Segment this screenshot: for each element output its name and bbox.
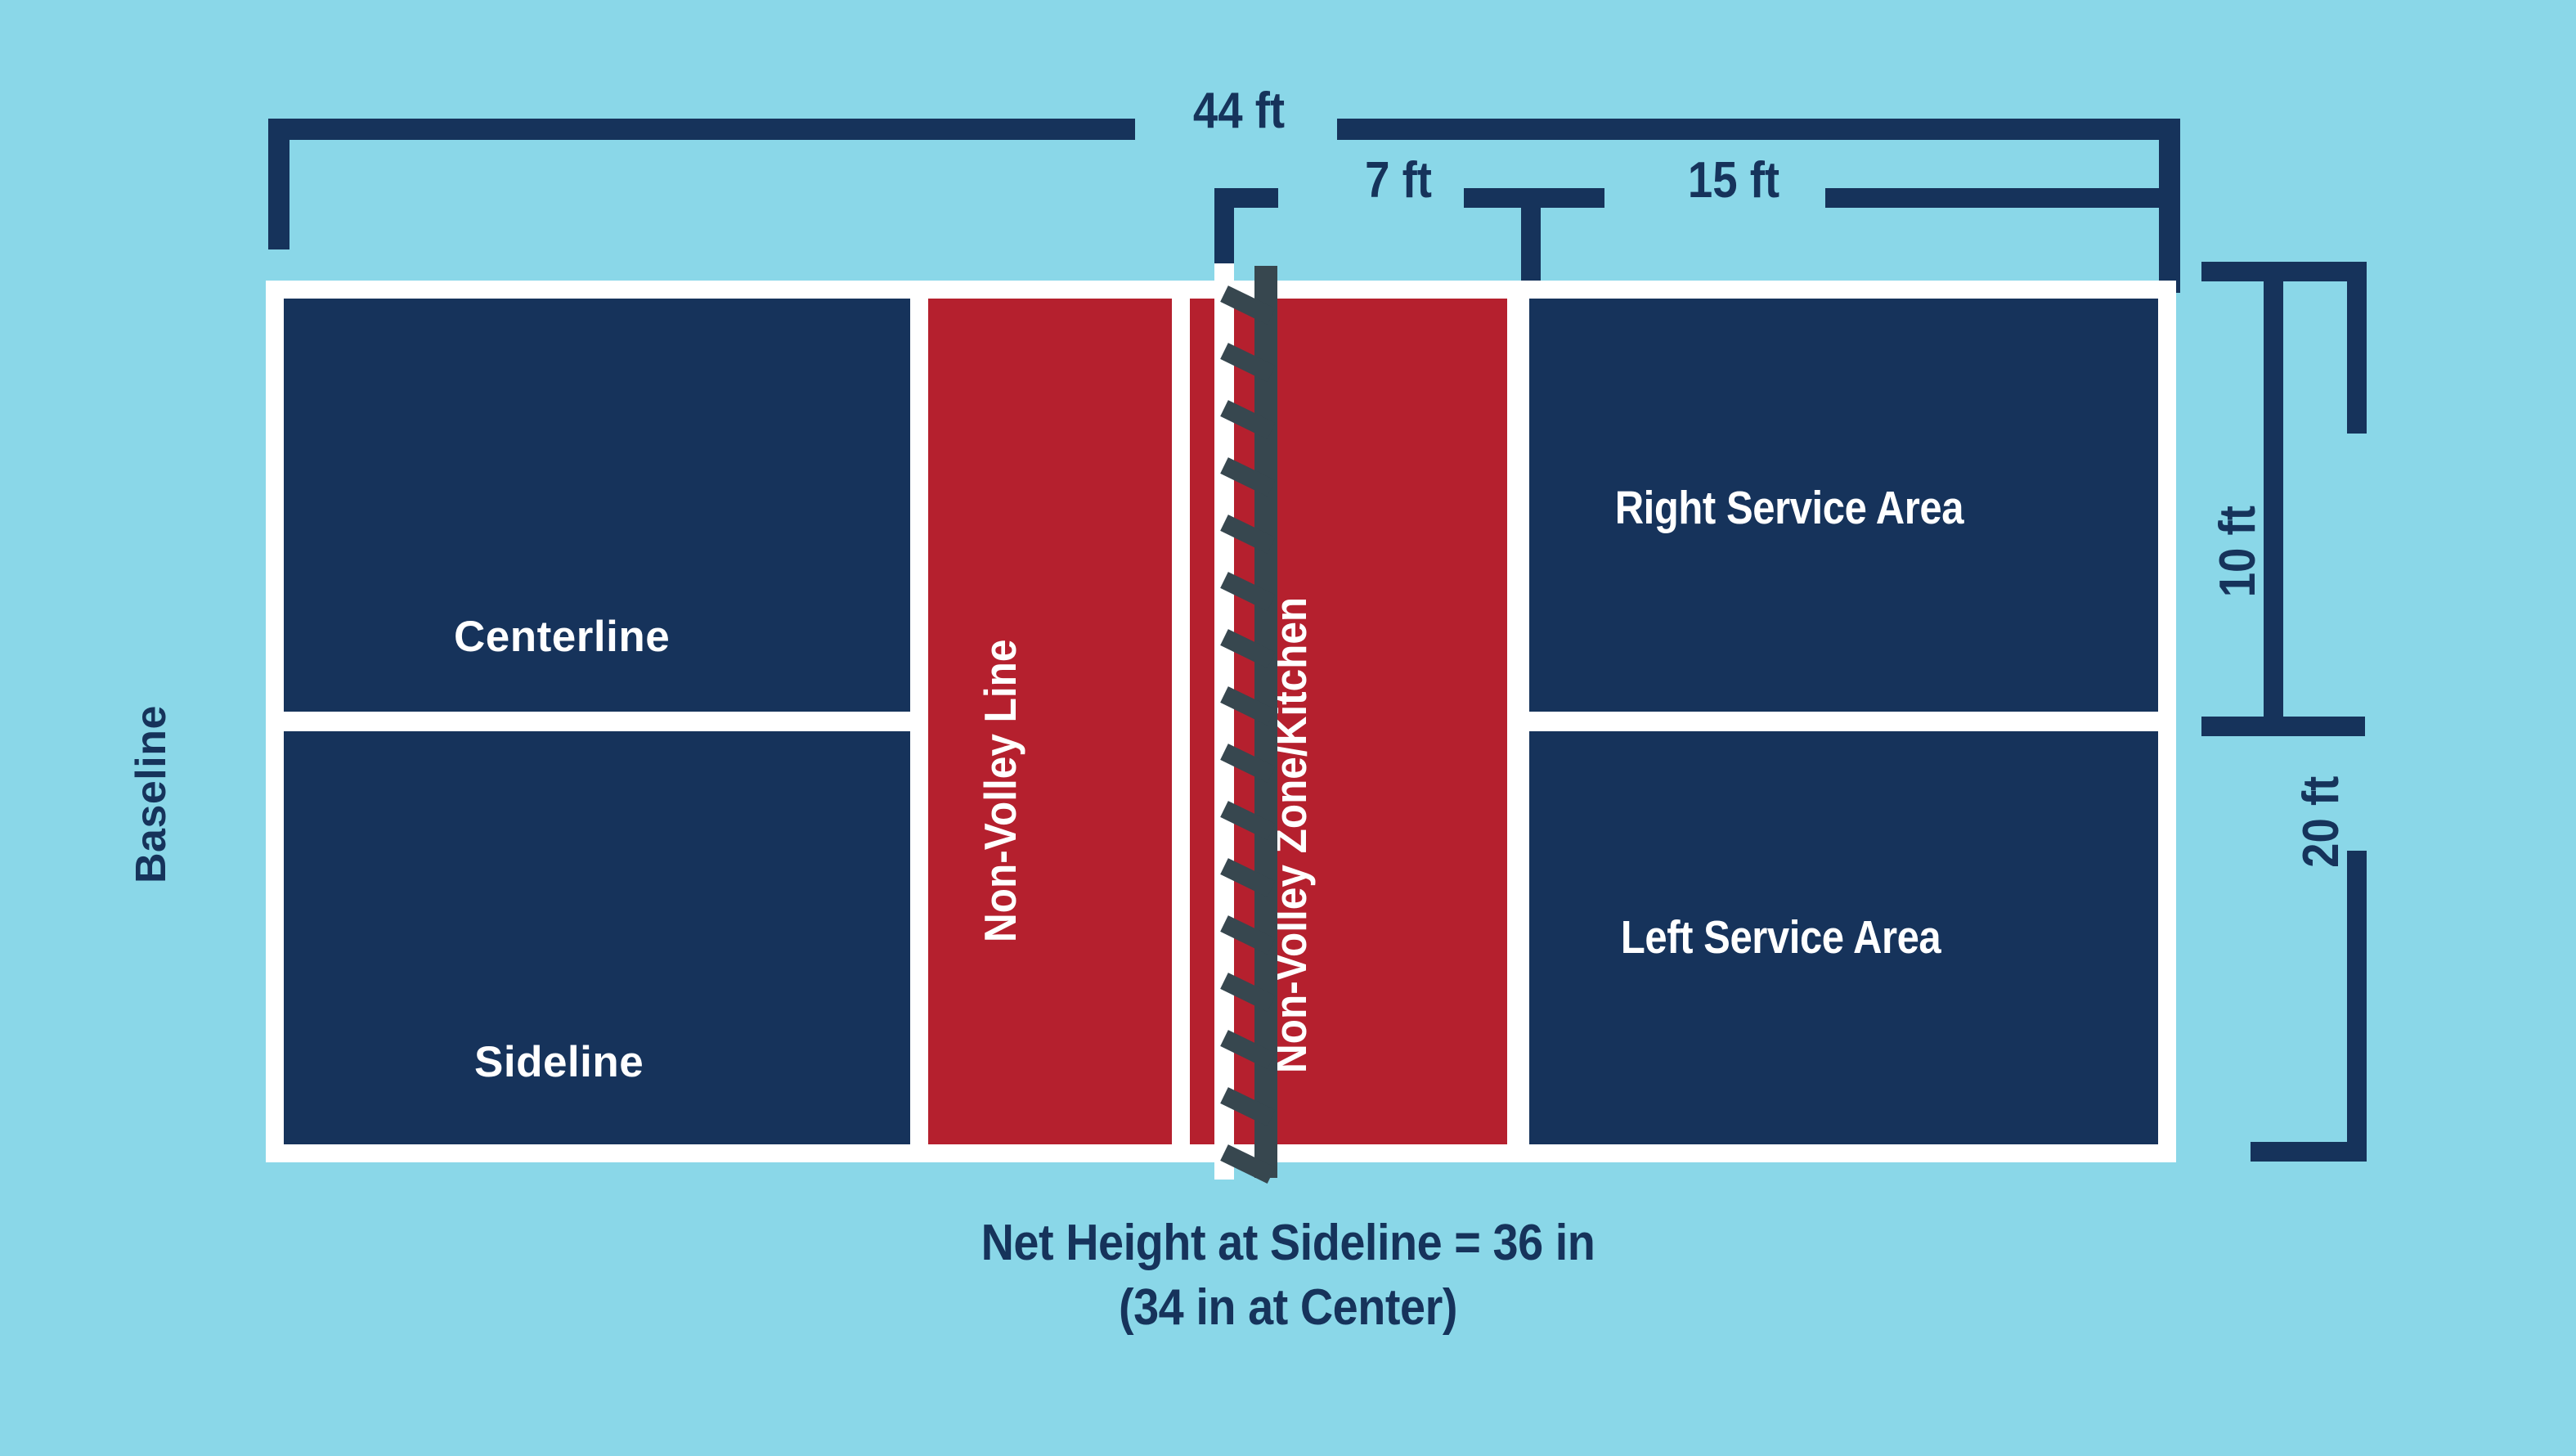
- label-baseline: Baseline: [128, 705, 175, 883]
- dim-7ft-bar: [1214, 188, 1278, 208]
- dim-15ft-right-tick: [2159, 188, 2180, 293]
- label-non-volley-line: Non-Volley Line: [975, 639, 1025, 942]
- dim-44ft-label: 44 ft: [1192, 83, 1286, 139]
- caption-line-1: Net Height at Sideline = 36 in: [981, 1215, 1595, 1271]
- court-quadrant-top-left: [284, 299, 910, 712]
- dim-44ft-left-tick: [268, 119, 289, 249]
- dim-20ft-vline-top: [2347, 262, 2367, 434]
- label-sideline: Sideline: [474, 1038, 644, 1086]
- court-quadrant-top-right: [1529, 299, 2158, 712]
- dim-7ft-label: 7 ft: [1365, 152, 1432, 209]
- non-volley-zone-left: [928, 299, 1172, 1144]
- dim-20ft-label: 20 ft: [2293, 775, 2349, 868]
- label-left-service-area: Left Service Area: [1620, 911, 1941, 964]
- dim-44ft-bar-right: [1337, 119, 2180, 140]
- dim-15ft-mid-tick: [1521, 188, 1541, 293]
- dim-10ft-vline: [2264, 262, 2283, 736]
- dim-20ft-bottom-bar: [2251, 1142, 2367, 1162]
- net-height-caption: Net Height at Sideline = 36 in (34 in at…: [0, 1211, 2576, 1341]
- dim-15ft-bar-right: [1825, 188, 2180, 208]
- court-quadrant-bottom-left: [284, 731, 910, 1144]
- dim-44ft-bar-left: [268, 119, 1135, 140]
- dim-10ft-bottom-bar: [2201, 717, 2365, 736]
- dim-10ft-label: 10 ft: [2210, 506, 2266, 598]
- court-surface: Centerline Sideline Non-Volley Line Non-…: [266, 281, 2176, 1162]
- label-right-service-area: Right Service Area: [1614, 482, 1964, 534]
- court-quadrant-bottom-right: [1529, 731, 2158, 1144]
- dim-20ft-vline-bottom: [2347, 851, 2367, 1162]
- caption-line-2: (34 in at Center): [1118, 1279, 1458, 1337]
- dim-15ft-label: 15 ft: [1687, 152, 1780, 209]
- non-volley-zone-right: [1190, 299, 1507, 1144]
- label-centerline: Centerline: [454, 613, 671, 661]
